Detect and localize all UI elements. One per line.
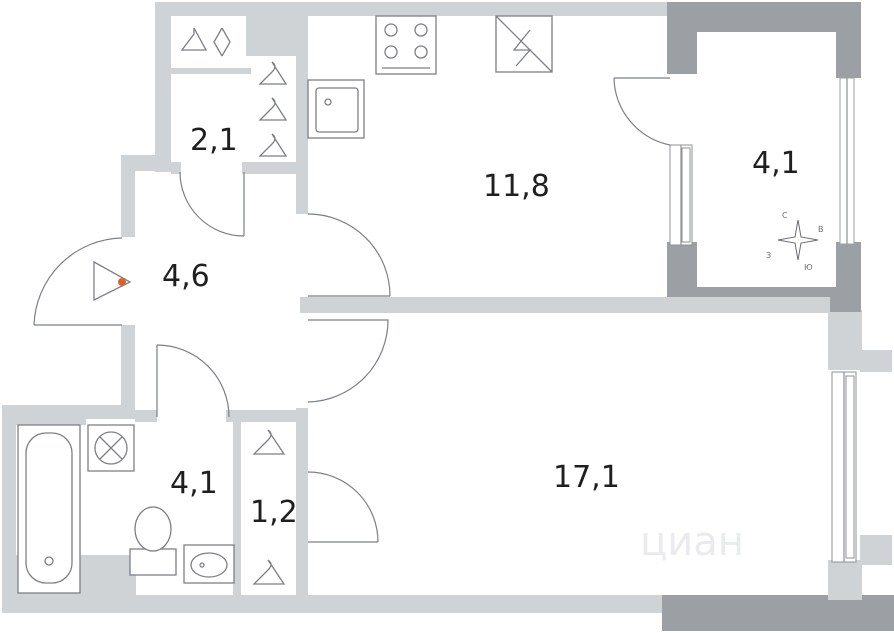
- hanger-icon: [252, 559, 286, 585]
- room-area-balcony: 4,1: [752, 146, 800, 181]
- stove-icon: [375, 15, 437, 75]
- watermark: циан: [640, 519, 744, 565]
- compass-icon: С В З Ю: [766, 211, 824, 272]
- compass-east: В: [818, 225, 824, 234]
- compass-north: С: [782, 211, 788, 220]
- hanger-icon: [258, 97, 288, 121]
- doors: [33, 77, 671, 543]
- hanger-icon: [258, 133, 288, 157]
- electric-panel-icon: [495, 15, 553, 73]
- room-area-wardrobe-bottom: 1,2: [250, 495, 298, 530]
- ventilation-icon: [87, 424, 135, 472]
- windows: [669, 144, 857, 563]
- room-area-wardrobe-top: 2,1: [190, 123, 238, 158]
- toilet-icon: [129, 506, 177, 576]
- room-area-bathroom: 4,1: [170, 466, 218, 501]
- sink-icon: [307, 79, 365, 139]
- compass-south: Ю: [804, 263, 813, 272]
- room-area-hall: 4,6: [162, 259, 210, 294]
- compass-west: З: [766, 251, 771, 260]
- room-area-living-room: 17,1: [553, 460, 620, 495]
- bathtub-icon: [17, 424, 81, 594]
- washbasin-icon: [183, 544, 235, 584]
- room-area-kitchen: 11,8: [483, 169, 550, 204]
- entrance-arrow-icon: [93, 260, 132, 302]
- hanger-icon: [252, 429, 286, 455]
- hanger-icon: [180, 27, 231, 57]
- hanger-icon: [258, 61, 288, 85]
